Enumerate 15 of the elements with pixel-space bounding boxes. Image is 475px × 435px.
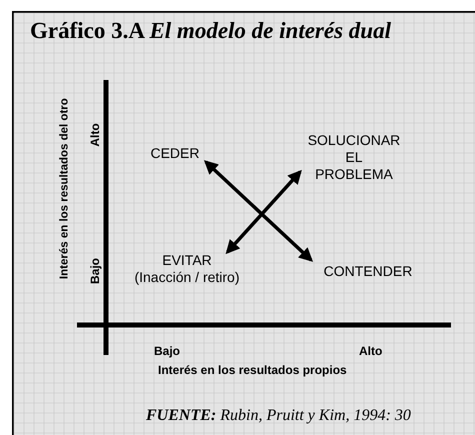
quadrant-label: (Inacción / retiro) bbox=[134, 269, 240, 286]
quadrant-label: SOLUCIONAR EL PROBLEMA bbox=[308, 132, 400, 183]
double-arrow bbox=[226, 170, 302, 254]
axis-tick-label: Bajo bbox=[154, 343, 180, 360]
source-note: FUENTE: Rubin, Pruitt y Kim, 1994: 30 bbox=[146, 406, 411, 426]
quadrant-label: CONTENDER bbox=[324, 262, 412, 280]
axis-title: Interés en los resultados del otro bbox=[57, 97, 72, 282]
quadrant-label: EVITAR bbox=[162, 252, 212, 269]
axis-tick-label: Bajo bbox=[87, 257, 103, 286]
axis-tick-label: Alto bbox=[87, 122, 103, 149]
axis-tick-label: Alto bbox=[359, 343, 382, 360]
title: Gráfico 3.A El modelo de interés dual bbox=[30, 17, 391, 45]
quadrant-label: CEDER bbox=[150, 144, 200, 162]
double-arrow bbox=[204, 160, 314, 262]
axis-title: Interés en los resultados propios bbox=[158, 362, 347, 379]
